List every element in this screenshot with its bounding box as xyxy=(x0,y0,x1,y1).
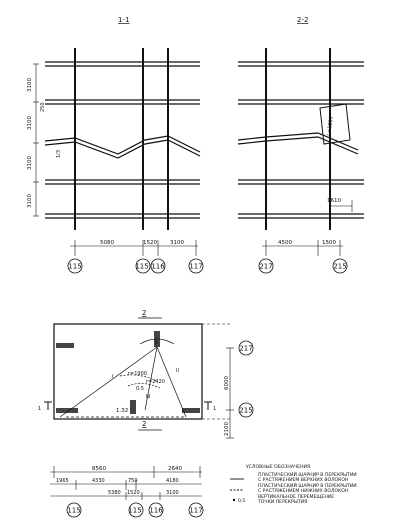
zone-label-III: III xyxy=(146,394,150,400)
span-dim-2: 1520 xyxy=(143,240,157,246)
span-dim-a: 4500 xyxy=(278,240,292,246)
legend-point-icon xyxy=(232,498,236,502)
cut-marks xyxy=(44,401,212,410)
plan-axis-markers-bottom xyxy=(66,502,204,518)
legend-item2-line2: С РАСТЯЖЕНИЕМ НИЖНИХ ВОЛОКОН xyxy=(258,488,348,494)
value-label-05: 0.5 xyxy=(136,386,144,392)
inner-dim-line xyxy=(330,200,353,212)
cut-label-left: 1 xyxy=(38,406,41,412)
plan-axis-116: 116 xyxy=(149,507,163,515)
legend: УСЛОВНЫЕ ОБОЗНАЧЕНИЯ ПЛАСТИЧЕСКИЙ ШАРНИР… xyxy=(230,464,357,505)
radius-label-2: r=2420 xyxy=(146,379,165,385)
axis-217: 217 xyxy=(259,263,272,271)
detail-span-1: 1965 xyxy=(56,478,69,484)
section-1-1-height-dims xyxy=(33,63,39,217)
detail-span-3: 750 xyxy=(128,478,138,484)
height-dim-1: 3100 xyxy=(27,78,33,92)
section-1-1-axis-markers xyxy=(67,258,204,274)
section-2-2-axis-markers xyxy=(258,258,348,274)
plan-outline xyxy=(53,323,203,420)
total-span-2: 2640 xyxy=(168,466,182,472)
plan-axis-117: 117 xyxy=(189,507,202,515)
section-2-2-slabs xyxy=(237,61,364,219)
plan-yield-lines xyxy=(59,338,187,418)
section-2-2-columns xyxy=(265,48,331,230)
floor-plan: 2 I II III r=1900 r=2420 0.5 1 xyxy=(38,309,254,518)
section-1-1-slabs xyxy=(44,61,201,219)
small-height-dim: 250 xyxy=(40,102,46,112)
panel-label: L=1810 xyxy=(326,116,335,136)
legend-item2-line1: ПЛАСТИЧЕСКИЙ ШАРНИР В ПЕРЕКРЫТИИ xyxy=(258,482,357,489)
height-dim-2: 3100 xyxy=(27,116,33,130)
inner-dim: 1610 xyxy=(327,198,341,204)
deflection-label: 1/3 xyxy=(56,150,62,158)
zone-label-II: II xyxy=(176,368,179,374)
span-dim-1: 5080 xyxy=(100,240,114,246)
section-2-2-title: 2-2 xyxy=(297,16,308,24)
section-1-1: 1-1 3100 3100 3100 3100 250 1/3 xyxy=(27,16,204,274)
plan-axis-115: 115 xyxy=(67,507,80,515)
section-1-1-span-dims xyxy=(70,240,198,256)
span-dim-3: 3100 xyxy=(170,240,184,246)
deflection-value: 1.32 xyxy=(116,408,128,414)
detail-span-4: 4180 xyxy=(166,478,179,484)
plan-axis-215: 215 xyxy=(239,407,252,415)
plan-bottom-dim: 2100 xyxy=(224,422,230,436)
legend-item3-value: 0,5 xyxy=(238,498,245,504)
cut-label-right: 1 xyxy=(213,406,216,412)
legend-title: УСЛОВНЫЕ ОБОЗНАЧЕНИЯ xyxy=(246,464,310,470)
axis-215: 215 xyxy=(333,263,346,271)
legend-item1-line1: ПЛАСТИЧЕСКИЙ ШАРНИР В ПЕРЕКРЫТИИ xyxy=(258,471,357,478)
legend-item1-line2: С РАСТЯЖЕНИЕМ ВЕРХНИХ ВОЛОКОН xyxy=(258,477,349,483)
section-1-1-columns xyxy=(74,48,169,230)
total-span-1: 8560 xyxy=(92,466,106,472)
legend-item3-line2: ТОЧКИ ПЕРЕКРЫТИЯ xyxy=(257,499,307,505)
plan-marker-top: 2 xyxy=(142,309,146,317)
section-1-1-title: 1-1 xyxy=(118,16,129,24)
detail-span-2: 4330 xyxy=(92,478,105,484)
value-label-1: 1 xyxy=(155,340,158,346)
span-dim-b: 1500 xyxy=(322,240,336,246)
plan-axis-217: 217 xyxy=(239,345,252,353)
lower-span-2: 1520 xyxy=(127,490,140,496)
axis-116: 116 xyxy=(151,263,165,271)
radius-label-1: r=1900 xyxy=(128,371,147,377)
section-2-2: 2-2 L=1810 1610 4500 1500 xyxy=(237,16,364,274)
lower-span-3: 3100 xyxy=(166,490,179,496)
lower-span-1: 5380 xyxy=(108,490,121,496)
legend-item3-line1: ВЕРТИКАЛЬНОЕ ПЕРЕМЕЩЕНИЕ xyxy=(258,494,334,500)
plan-axis-markers-right xyxy=(238,340,254,418)
axis-115-prime: 115' xyxy=(135,263,150,271)
axis-117: 117 xyxy=(189,263,202,271)
plan-height-dim: 6000 xyxy=(224,376,230,390)
plan-axis-115-prime: 115' xyxy=(128,507,143,515)
zone-label-I: I xyxy=(112,374,113,380)
section-2-2-span-dims xyxy=(262,240,343,256)
plan-vertical-dims xyxy=(226,347,234,439)
height-dim-4: 3100 xyxy=(27,194,33,208)
axis-115: 115 xyxy=(68,263,81,271)
plan-span-dims xyxy=(50,466,202,500)
height-dim-3: 3100 xyxy=(27,156,33,170)
section-2-2-tilted-panel: L=1810 xyxy=(319,103,351,145)
plan-marker-bottom: 2 xyxy=(142,420,146,428)
